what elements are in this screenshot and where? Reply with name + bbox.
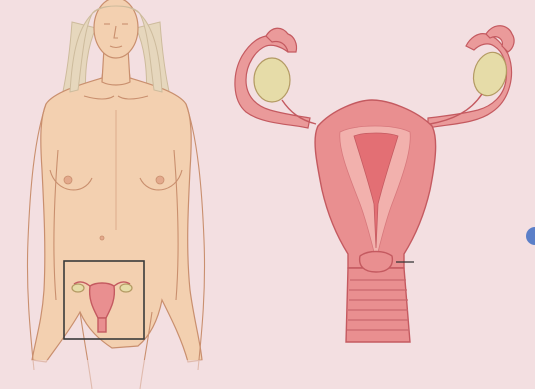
female-torso-figure [20,0,210,389]
cervix [346,268,410,342]
cervical-os [360,252,393,273]
uterus-diagram [235,26,514,342]
torso [32,62,202,362]
mini-ovary-left [72,284,84,292]
right-nipple [156,176,164,184]
mini-cervix [98,318,106,332]
lower-shading [20,360,210,389]
blue-edge-dot [526,227,535,245]
left-nipple [64,176,72,184]
navel [100,236,104,240]
mini-ovary-right [120,284,132,292]
ovary-left [254,58,290,102]
